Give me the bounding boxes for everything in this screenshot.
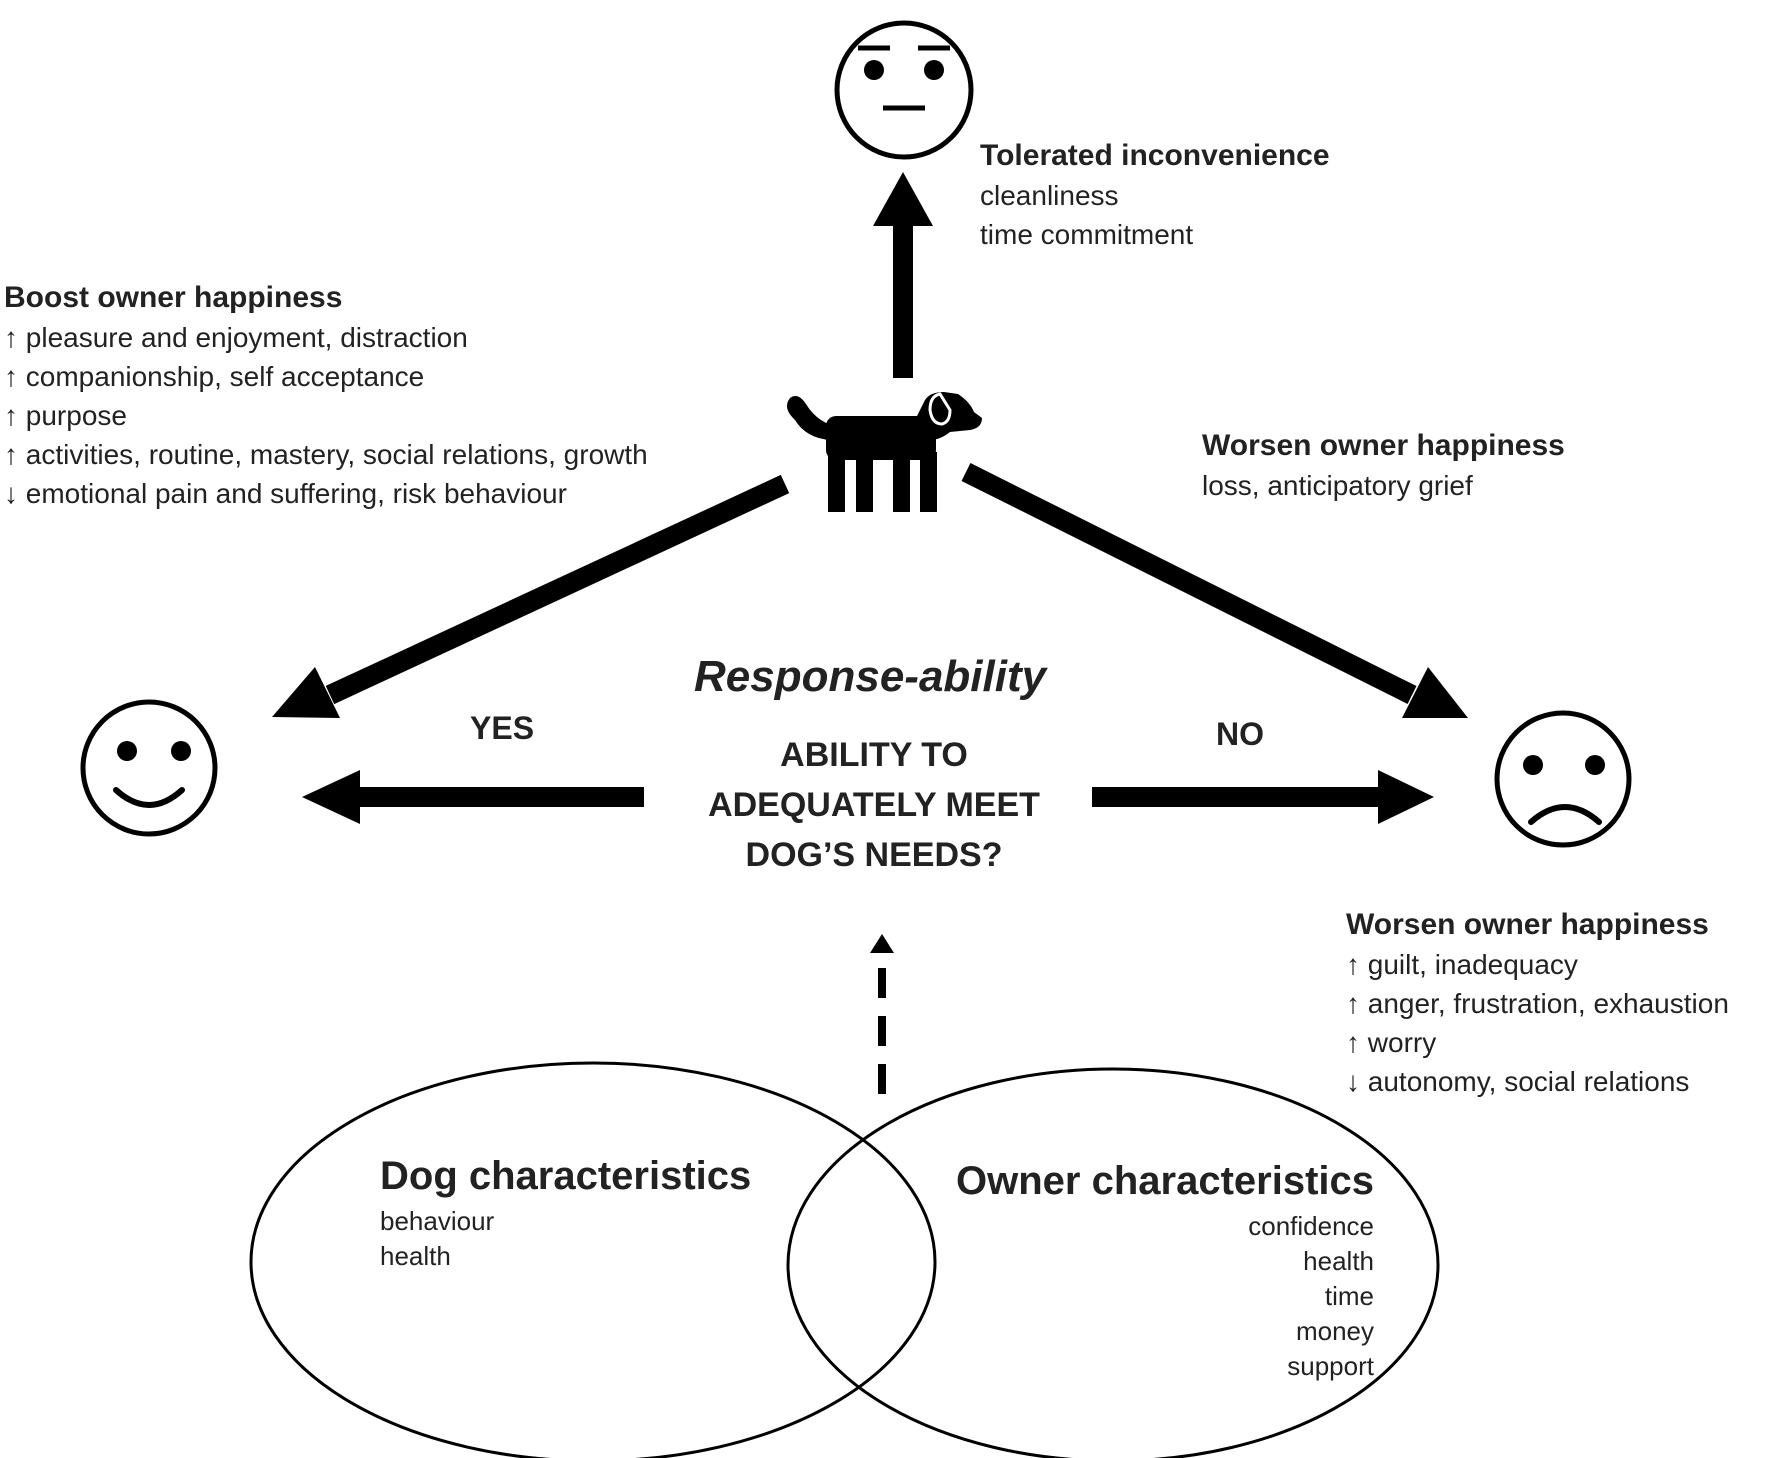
list-item: confidence [1248, 1211, 1374, 1241]
list-item: ↑ companionship, self acceptance [4, 361, 425, 392]
list-item: ↓ autonomy, social relations [1346, 1066, 1690, 1097]
arrow-yes [302, 770, 644, 824]
list-item: loss, anticipatory grief [1202, 470, 1473, 501]
worsen-need-list: ↑ guilt, inadequacy ↑ anger, frustration… [1346, 945, 1729, 1101]
dog-characteristics-list: behaviour health [380, 1204, 751, 1274]
list-item: ↑ worry [1346, 1027, 1437, 1058]
worsen-need-block: Worsen owner happiness ↑ guilt, inadequa… [1346, 905, 1729, 1101]
dog-characteristics-ellipse [249, 1061, 937, 1458]
list-item: cleanliness [980, 180, 1119, 211]
list-item: ↑ guilt, inadequacy [1346, 949, 1578, 980]
boost-list: ↑ pleasure and enjoyment, distraction ↑ … [4, 318, 648, 513]
tolerated-inconvenience-block: Tolerated inconvenience cleanliness time… [980, 136, 1330, 254]
list-item: support [1287, 1351, 1374, 1381]
owner-characteristics-heading: Owner characteristics [956, 1159, 1374, 1203]
owner-characteristics-ellipse [786, 1067, 1440, 1458]
response-ability-title: Response-ability [694, 652, 1047, 701]
list-item: ↓ emotional pain and suffering, risk beh… [4, 478, 567, 509]
list-item: ↑ pleasure and enjoyment, distraction [4, 322, 468, 353]
dog-characteristics-block: Dog characteristics behaviour health [380, 1150, 751, 1274]
sad-face-icon [1494, 710, 1632, 848]
worsen-loss-heading: Worsen owner happiness [1202, 429, 1565, 462]
arrow-no [1092, 770, 1434, 824]
arrow-dog-to-sad [961, 463, 1468, 718]
list-item: ↑ purpose [4, 400, 127, 431]
worsen-loss-block: Worsen owner happiness loss, anticipator… [1202, 426, 1565, 505]
arrow-dog-to-happy [272, 474, 790, 718]
list-item: ↑ anger, frustration, exhaustion [1346, 988, 1729, 1019]
neutral-face-icon [834, 20, 974, 160]
dog-characteristics-heading: Dog characteristics [380, 1154, 752, 1198]
boost-heading: Boost owner happiness [4, 281, 343, 314]
list-item: health [380, 1241, 451, 1271]
boost-happiness-block: Boost owner happiness ↑ pleasure and enj… [4, 278, 648, 513]
dog-icon [786, 392, 982, 512]
owner-characteristics-block: Owner characteristics confidence health … [930, 1155, 1374, 1384]
list-item: behaviour [380, 1206, 495, 1236]
no-label: NO [1216, 716, 1264, 752]
ability-question: ABILITY TO ADEQUATELY MEET DOG’S NEEDS? [664, 730, 1084, 880]
arrow-up-tolerated [873, 172, 933, 378]
tolerated-list: cleanliness time commitment [980, 176, 1330, 254]
list-item: health [1303, 1246, 1374, 1276]
list-item: ↑ activities, routine, mastery, social r… [4, 439, 648, 470]
list-item: money [1295, 1316, 1374, 1346]
list-item: time commitment [980, 219, 1194, 250]
question-line: ADEQUATELY MEET [708, 786, 1040, 824]
question-line: DOG’S NEEDS? [745, 836, 1003, 874]
happy-face-icon [80, 699, 218, 837]
dashed-arrow-up [870, 934, 894, 1094]
question-line: ABILITY TO [780, 736, 968, 774]
worsen-loss-list: loss, anticipatory grief [1202, 466, 1565, 505]
tolerated-heading: Tolerated inconvenience [980, 139, 1330, 172]
worsen-need-heading: Worsen owner happiness [1346, 908, 1709, 941]
list-item: time [1324, 1281, 1374, 1311]
yes-label: YES [470, 710, 535, 746]
owner-characteristics-list: confidence health time money support [930, 1209, 1374, 1384]
